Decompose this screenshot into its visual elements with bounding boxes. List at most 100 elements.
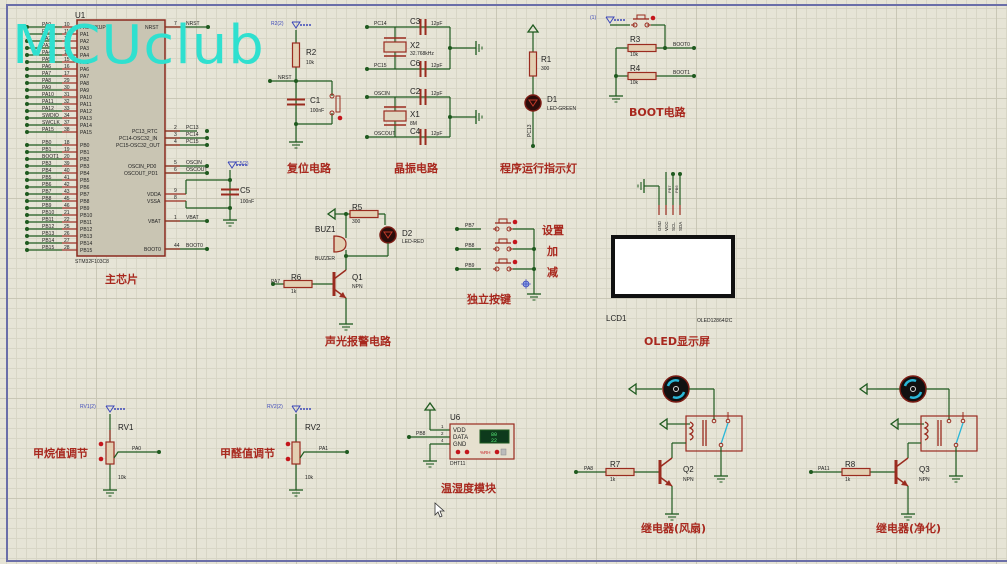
pin-terminal[interactable] xyxy=(25,123,29,127)
pin-terminal[interactable] xyxy=(25,67,29,71)
pin-terminal[interactable] xyxy=(25,53,29,57)
pin-terminal[interactable] xyxy=(25,171,29,175)
pin-number: 26 xyxy=(64,231,70,237)
svg-text:LED-GREEN: LED-GREEN xyxy=(547,106,577,112)
pin-net-label: PA8 xyxy=(42,78,51,84)
svg-text:C1: C1 xyxy=(310,96,321,105)
svg-text:VDDA: VDDA xyxy=(147,192,162,198)
pot-rv2[interactable]: RV2(2) RV2 PA1 10k 甲醛值调节 xyxy=(220,404,349,497)
pin-terminal[interactable] xyxy=(25,109,29,113)
keys-circuit[interactable]: PB7 PB8 PB9 设置 加 减 独立按键 xyxy=(455,218,564,306)
pin-terminal[interactable] xyxy=(25,241,29,245)
pin-pc15: PC15-OSC32_OUT 4 PC15 xyxy=(116,139,209,149)
svg-text:PC13: PC13 xyxy=(527,124,533,137)
pin-terminal[interactable] xyxy=(25,74,29,78)
pin-terminal[interactable] xyxy=(25,46,29,50)
pin-terminal[interactable] xyxy=(25,164,29,168)
alarm-circuit[interactable]: R5 300 D2 LED-RED BUZ1 BUZZER PA7 R6 1k … xyxy=(271,203,424,348)
pin-name: PB2 xyxy=(80,157,90,163)
pin-terminal[interactable] xyxy=(25,192,29,196)
pin-terminal[interactable] xyxy=(25,157,29,161)
pin-net-label: PB4 xyxy=(42,168,52,174)
svg-text:RV2: RV2 xyxy=(305,423,321,432)
svg-text:U6: U6 xyxy=(450,413,461,422)
pin-terminal[interactable] xyxy=(25,116,29,120)
relay-purify-circuit[interactable]: PA11 R8 1k Q3 NPN 继电器(净化) xyxy=(809,375,978,535)
pin-terminal[interactable] xyxy=(25,32,29,36)
pin-net-label: PB1 xyxy=(42,147,52,153)
pin-number: 27 xyxy=(64,238,70,244)
pin-name: PA3 xyxy=(80,46,89,52)
pin-terminal[interactable] xyxy=(25,234,29,238)
pin-terminal[interactable] xyxy=(25,88,29,92)
pin-terminal[interactable] xyxy=(25,95,29,99)
pin-net-label: PB3 xyxy=(42,161,52,167)
pot-rv1[interactable]: RV1(2) RV1 PA0 10k 甲烷值调节 xyxy=(33,404,161,497)
svg-text:R8: R8 xyxy=(845,460,856,469)
svg-text:2: 2 xyxy=(174,125,177,131)
svg-text:NRST: NRST xyxy=(278,75,292,81)
pin-name: PB1 xyxy=(80,150,90,156)
pin-terminal[interactable] xyxy=(25,60,29,64)
svg-text:100nF: 100nF xyxy=(240,199,254,205)
svg-text:GND: GND xyxy=(657,220,662,231)
relay-fan-circuit[interactable]: PA8 R7 1k Q2 NPN 继电器(风扇) xyxy=(574,375,743,535)
svg-text:8M: 8M xyxy=(410,121,417,127)
svg-text:OLED12864I2C: OLED12864I2C xyxy=(697,318,733,324)
key-set[interactable]: PB7 xyxy=(455,218,534,232)
pin-terminal[interactable] xyxy=(25,185,29,189)
pin-terminal[interactable] xyxy=(25,206,29,210)
reset-circuit[interactable]: R2(2) R2 10k NRST C1 100nF 复位电路 xyxy=(268,21,343,175)
svg-text:减: 减 xyxy=(547,265,558,279)
svg-text:NRST: NRST xyxy=(186,21,200,27)
svg-text:C4: C4 xyxy=(410,127,421,136)
pin-terminal[interactable] xyxy=(25,39,29,43)
pin-terminal[interactable] xyxy=(25,143,29,147)
pin-net-label: PA12 xyxy=(42,106,54,112)
svg-text:NPN: NPN xyxy=(683,477,694,483)
oled-display[interactable]: PB7 PB6 GND VCC SCL SDA LCD1 OLED12864I2… xyxy=(606,172,735,348)
svg-text:OSCOUT: OSCOUT xyxy=(186,167,207,173)
pin-net-label: PB12 xyxy=(42,224,54,230)
boot-circuit[interactable]: (1) R3 10k R4 10k BOOT0 BOOT1 BOOT电路 xyxy=(590,14,696,119)
pin-terminal[interactable] xyxy=(25,248,29,252)
pin-terminal[interactable] xyxy=(25,220,29,224)
pin-net-label: PA2 xyxy=(42,36,51,42)
svg-text:LCD1: LCD1 xyxy=(606,314,627,323)
svg-text:R1: R1 xyxy=(541,55,552,64)
pin-name: PB15 xyxy=(80,248,92,254)
pot1-title: 甲烷值调节 xyxy=(33,446,88,460)
run-led-circuit[interactable]: R1 300 D1 LED-GREEN PC13 程序运行指示灯 xyxy=(500,24,577,175)
pin-terminal[interactable] xyxy=(25,199,29,203)
svg-text:PC13_RTC: PC13_RTC xyxy=(132,129,158,135)
pin-net-label: PA4 xyxy=(42,50,51,56)
pin-terminal[interactable] xyxy=(25,227,29,231)
pin-terminal[interactable] xyxy=(25,150,29,154)
pin-name: PB3 xyxy=(80,164,90,170)
pin-terminal[interactable] xyxy=(25,178,29,182)
svg-text:C2: C2 xyxy=(410,87,421,96)
key-plus[interactable]: PB8 xyxy=(455,238,534,252)
svg-text:1k: 1k xyxy=(845,477,851,483)
pin-number: 32 xyxy=(64,99,70,105)
svg-text:1: 1 xyxy=(174,215,177,221)
dht11-module[interactable]: PB8 1 2 4 VDD DATA GND 80 22 %RH DHT11 U… xyxy=(407,402,515,495)
pin-terminal[interactable] xyxy=(25,102,29,106)
pin-terminal[interactable] xyxy=(25,130,29,134)
key-minus[interactable]: PB9 xyxy=(455,258,534,272)
pin-terminal[interactable] xyxy=(25,81,29,85)
pin-oscout: OSCOUT_PD1 6 OSCOUT xyxy=(124,167,209,177)
svg-text:9: 9 xyxy=(174,188,177,194)
crystal-circuit[interactable]: PC14 PC15 X2 32.768kHz C3 12pF C6 12pF O… xyxy=(365,17,483,175)
pin-number: 10 xyxy=(64,22,70,28)
pin-terminal[interactable] xyxy=(25,25,29,29)
pin-terminal[interactable] xyxy=(25,213,29,217)
